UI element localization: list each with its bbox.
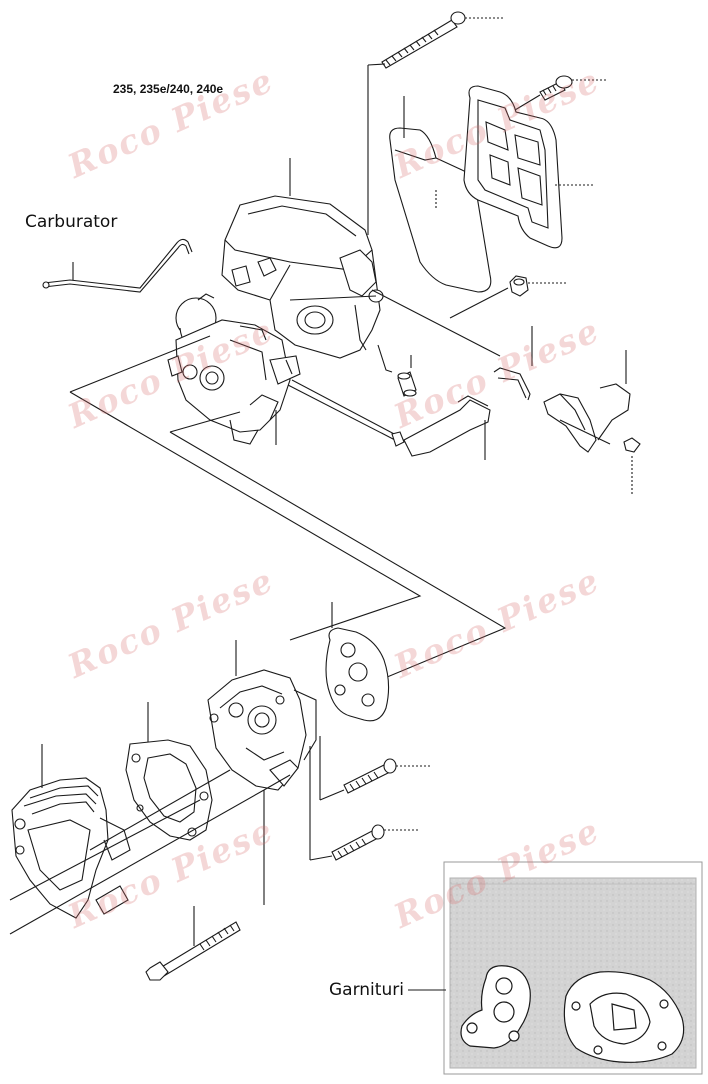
throttle-rod (42, 238, 193, 293)
gasket-kit (408, 861, 703, 1075)
carburator-callout: Carburator (25, 212, 118, 232)
screw-filter-cover (514, 75, 608, 111)
intake-adapter (207, 640, 321, 905)
garnituri-callout: Garnituri (329, 980, 404, 1000)
gasket-small (325, 602, 390, 722)
bolts-intake (309, 758, 432, 861)
long-bolt-bottom (145, 906, 241, 981)
air-filter-element (389, 96, 492, 293)
model-label: 235, 235e/240, 240e (113, 82, 224, 96)
heat-shield (11, 744, 131, 919)
filter-frame (463, 85, 595, 249)
spacer-sleeve (397, 355, 417, 397)
nut (449, 275, 568, 319)
choke-link (287, 379, 491, 460)
carburetor (167, 293, 301, 445)
throttle-bracket (493, 326, 533, 401)
lower-guide-lines (9, 769, 291, 935)
choke-knob (543, 350, 641, 496)
air-filter-housing (221, 158, 393, 373)
assembly-guide-lines (69, 289, 611, 681)
gasket-large (125, 702, 213, 841)
long-bolt-top (367, 11, 505, 235)
